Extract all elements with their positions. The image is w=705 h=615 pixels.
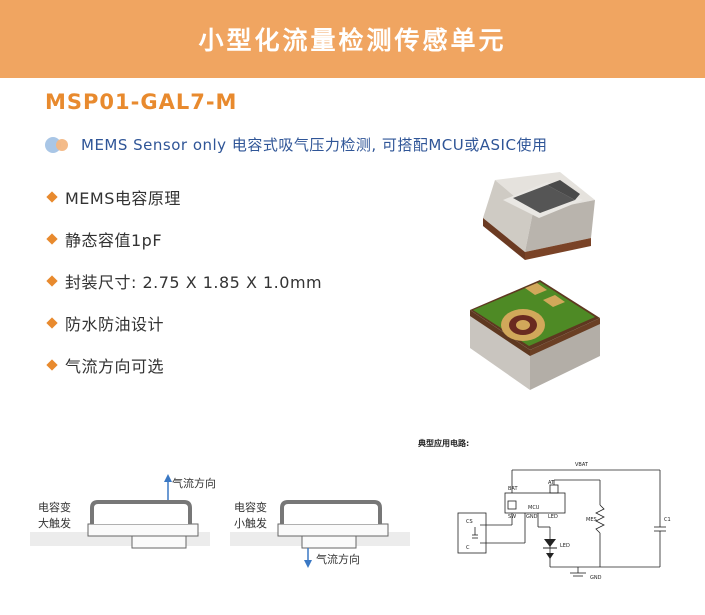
feature-list: MEMS电容原理 静态容值1pF 封装尺寸: 2.75 X 1.85 X 1.0… — [45, 176, 322, 386]
circuit-title: 典型应用电路: — [418, 439, 470, 448]
sensor-product-image — [470, 172, 600, 390]
feature-item: 静态容值1pF — [45, 218, 322, 260]
label-c1: C1 — [664, 517, 671, 523]
feature-item: MEMS电容原理 — [45, 176, 322, 218]
diagram-left-airflow-label: 气流方向 — [172, 477, 216, 490]
header-banner: 小型化流量检测传感单元 — [0, 0, 705, 78]
feature-item: 气流方向可选 — [45, 344, 322, 386]
sensor-bottom-view — [470, 280, 600, 390]
bullet-dots-icon — [45, 135, 77, 155]
description-row: MEMS Sensor only 电容式吸气压力检测, 可搭配MCU或ASIC使… — [45, 134, 547, 155]
sensor-top-view — [483, 172, 595, 260]
label-cs2: C — [466, 545, 470, 551]
airflow-diagrams: 电容变 大触发 气流方向 电容变 小触发 气流方向 — [30, 470, 410, 590]
diamond-bullet-icon — [46, 275, 58, 287]
label-mcu: MCU — [528, 505, 540, 511]
label-gnd: GND — [590, 575, 602, 581]
model-number: MSP01-GAL7-M — [45, 90, 238, 114]
label-vbat: VBAT — [575, 462, 589, 468]
diamond-bullet-icon — [46, 233, 58, 245]
description-text: MEMS Sensor only 电容式吸气压力检测, 可搭配MCU或ASIC使… — [81, 136, 548, 154]
diamond-bullet-icon — [46, 317, 58, 329]
label-gnd-pin: GND — [526, 514, 538, 520]
label-cs1: CS — [466, 519, 473, 525]
label-led-pin: LED — [548, 514, 558, 520]
diagram-right-airflow-label: 气流方向 — [316, 553, 360, 566]
feature-item: 封装尺寸: 2.75 X 1.85 X 1.0mm — [45, 260, 322, 302]
label-sw: SW — [508, 514, 516, 520]
diagram-left-label: 电容变 大触发 — [38, 501, 71, 530]
label-bat: BAT — [508, 486, 518, 492]
diagram-right-label: 电容变 小触发 — [234, 501, 267, 530]
feature-item: 防水防油设计 — [45, 302, 322, 344]
diamond-bullet-icon — [46, 359, 58, 371]
label-mes: MES — [586, 517, 597, 523]
label-at: AT — [548, 480, 555, 486]
circuit-diagram: VBAT BAT AT SW MCU GND LED LED MES C1 CS… — [457, 462, 671, 581]
banner-title: 小型化流量检测传感单元 — [198, 26, 507, 55]
diamond-bullet-icon — [46, 191, 58, 203]
airflow-diagram-graphic — [30, 474, 410, 568]
label-led: LED — [560, 543, 570, 549]
